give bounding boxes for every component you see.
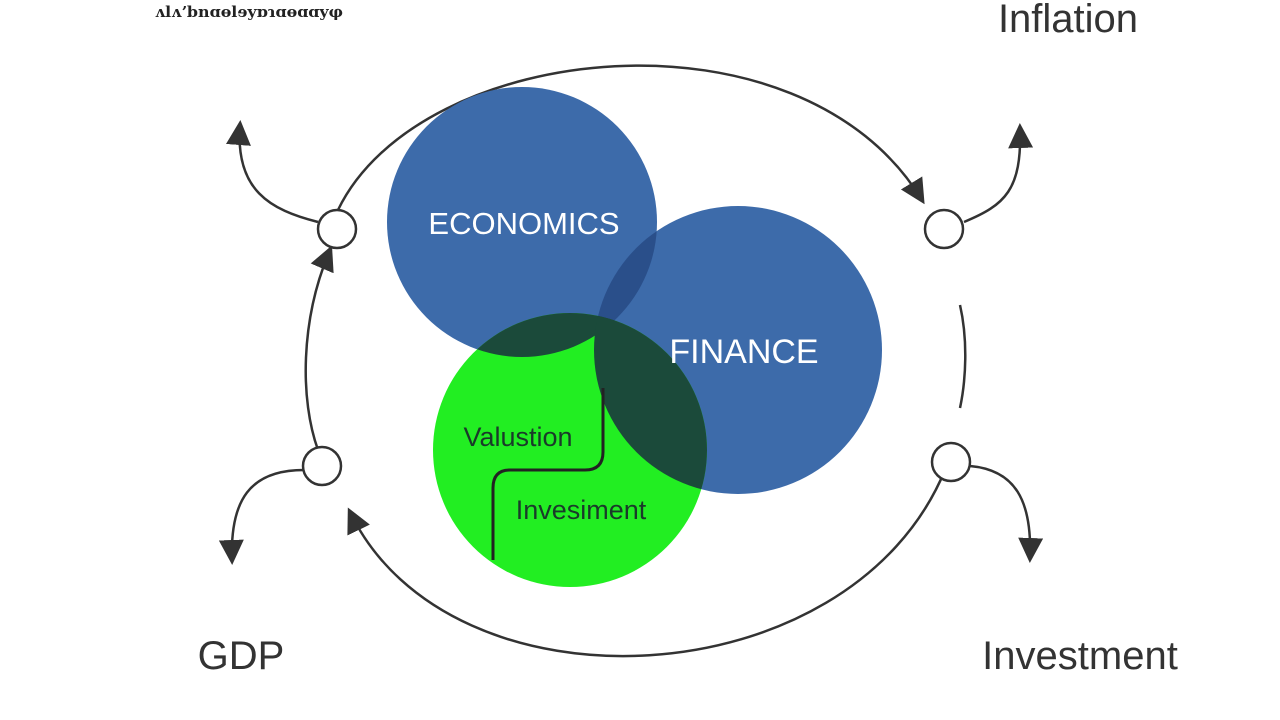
label-valuation: Valustion (463, 422, 572, 452)
divider-line (491, 388, 605, 560)
branch-arrow-bottom-left (218, 468, 305, 565)
label-finance: FINANCE (669, 333, 818, 371)
circle-economics (387, 87, 657, 357)
cycle-arc-top (336, 64, 925, 211)
cycle-arc-bottom (347, 469, 947, 658)
label-inflation: Inflation (998, 0, 1138, 41)
header-garbled-text: ʌlʌʼbnɑɵlɘyɒɿɑɵɑɑyφ (155, 3, 343, 21)
cycle-arc-right (958, 304, 967, 409)
overlap-valuation-finance (594, 313, 707, 494)
branch-arrow-top-right (963, 123, 1034, 224)
node-top-right (923, 208, 965, 250)
cycle-arc-left (304, 245, 334, 451)
label-gdp: GDP (198, 634, 285, 678)
branch-arrow-bottom-right (969, 464, 1044, 563)
node-top-left (316, 208, 358, 250)
branch-arrow-top-left (226, 120, 319, 224)
node-bottom-right (930, 441, 972, 483)
label-investment-inner: Invesiment (516, 495, 647, 525)
label-investment: Investment (982, 634, 1178, 678)
node-bottom-left (301, 445, 343, 487)
label-economics: ECONOMICS (428, 206, 619, 241)
